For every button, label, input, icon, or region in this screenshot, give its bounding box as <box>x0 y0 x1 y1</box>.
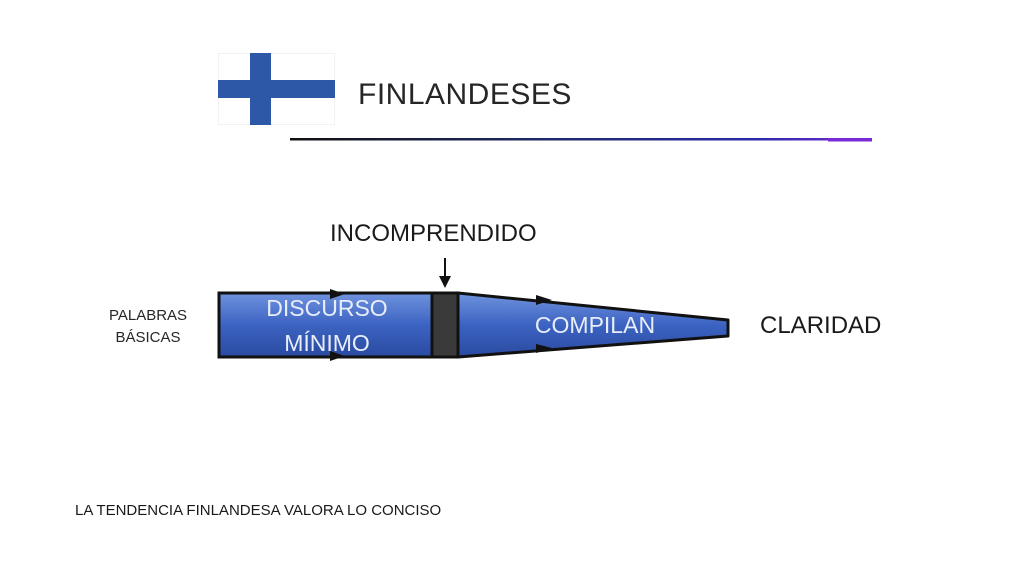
left-label-line-1: PALABRAS <box>108 307 188 324</box>
separator-block <box>430 291 460 359</box>
edge-arrow <box>330 351 345 361</box>
segment-2-label: COMPILAN <box>534 312 656 338</box>
edge-arrow <box>330 289 345 299</box>
left-label: PALABRAS BÁSICAS <box>96 305 200 349</box>
finland-flag-icon <box>218 53 335 125</box>
end-label: CLARIDAD <box>760 312 882 339</box>
segment-1-label-line-2: MÍNIMO <box>284 330 370 356</box>
segment-1-label-line-1: DISCURSO <box>266 295 388 321</box>
cone-segment <box>456 291 730 359</box>
page-title: FINLANDESES <box>358 78 572 111</box>
edge-arrow <box>536 295 552 305</box>
left-label-line-2: BÁSICAS <box>115 329 181 346</box>
down-arrow-head <box>439 276 451 288</box>
edge-arrow <box>536 344 552 353</box>
footer-caption: LA TENDENCIA FINLANDESA VALORA LO CONCIS… <box>75 502 442 519</box>
top-label: INCOMPRENDIDO <box>330 220 537 247</box>
